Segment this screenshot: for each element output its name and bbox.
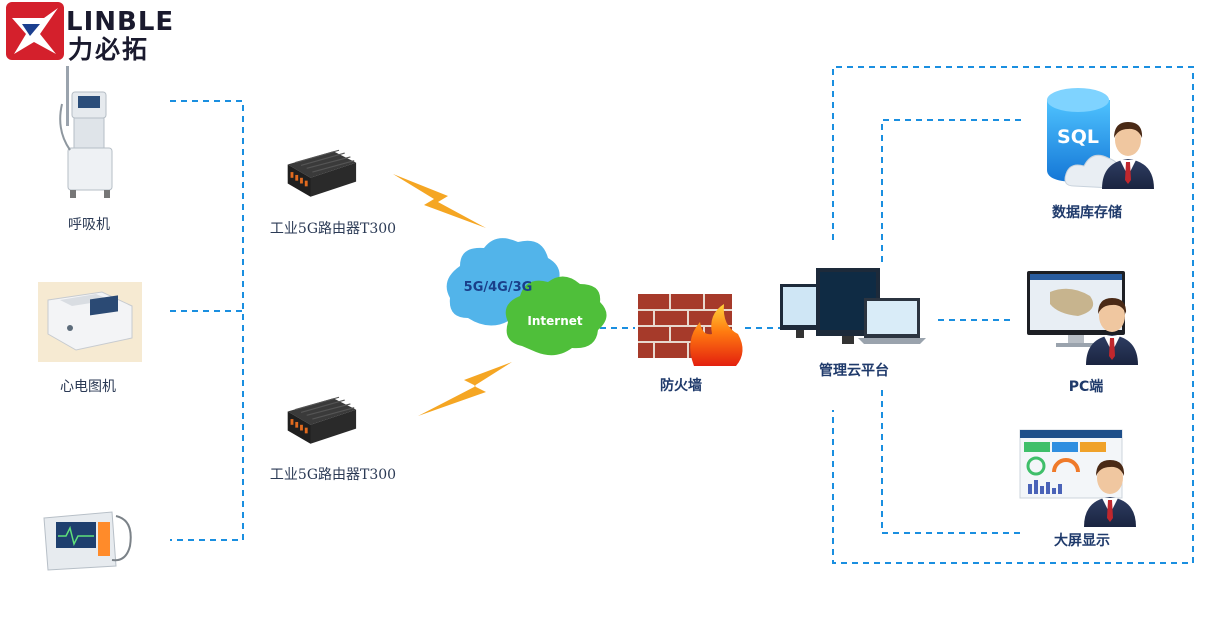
link-bigscreen [881,390,1022,534]
cellular-label: 5G/4G/3G [464,280,533,295]
internet-label: Internet [527,314,582,328]
platform-monitors-icon [780,268,926,344]
router-bottom-icon [287,396,357,445]
connection-lines [170,66,1194,564]
defibrillator-icon [43,511,132,571]
firewall-label: 防火墙 [660,378,702,394]
link-database [881,119,1022,262]
firewall-icon [638,294,743,366]
router-top-label: 工业5G路由器T300 [269,221,397,237]
database-label: 数据库存储 [1052,205,1122,221]
router-bottom-label: 工业5G路由器T300 [269,467,397,483]
signal-bolt-top [393,174,486,228]
brand-name-en: LINBLE [66,7,174,37]
brand-logo [6,2,64,60]
ecg-label: 心电图机 [60,379,116,395]
ventilator-icon [59,66,113,198]
platform-label: 管理云平台 [819,363,889,379]
ventilator-label: 呼吸机 [68,217,110,233]
outer-frame [832,66,1194,564]
ecg-machine-icon [38,282,142,362]
signal-bolt-bottom [418,362,512,416]
router-top-icon [287,149,357,198]
pc-label: PC端 [1068,379,1104,395]
bigscreen-label: 大屏显示 [1054,533,1110,549]
sql-label: SQL [1057,126,1099,148]
internet-cloud [505,276,607,356]
brand-name-cn: 力必拓 [68,35,149,64]
link-ventilator [170,100,244,541]
